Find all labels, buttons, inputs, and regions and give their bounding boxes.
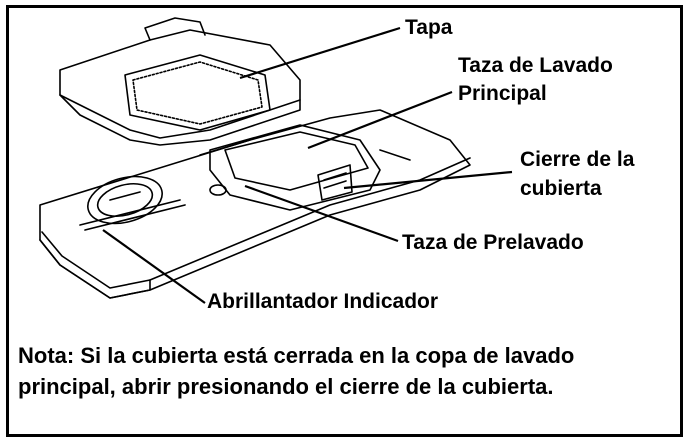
leader-prelavado	[244, 184, 399, 243]
note-text: Nota: Si la cubierta está cerrada en la …	[18, 343, 575, 399]
cover-latch	[317, 164, 353, 201]
leader-cierre	[343, 170, 513, 190]
label-cierre-line1: Cierre de la	[520, 148, 635, 171]
label-abrillantador: Abrillantador Indicador	[207, 290, 439, 313]
label-taza-principal-line2: Principal	[458, 82, 547, 105]
main-wash-cup	[209, 124, 381, 211]
label-prelavado: Taza de Prelavado	[402, 231, 584, 254]
label-taza-principal-line1: Taza de Lavado	[458, 54, 613, 77]
leader-abrillantador	[102, 229, 206, 304]
label-tapa: Tapa	[405, 16, 453, 39]
lid	[59, 29, 301, 146]
label-cierre-line2: cubierta	[520, 177, 602, 200]
rinse-aid-dial	[87, 175, 163, 225]
leader-taza-principal	[307, 90, 453, 150]
leader-tapa	[239, 26, 401, 80]
